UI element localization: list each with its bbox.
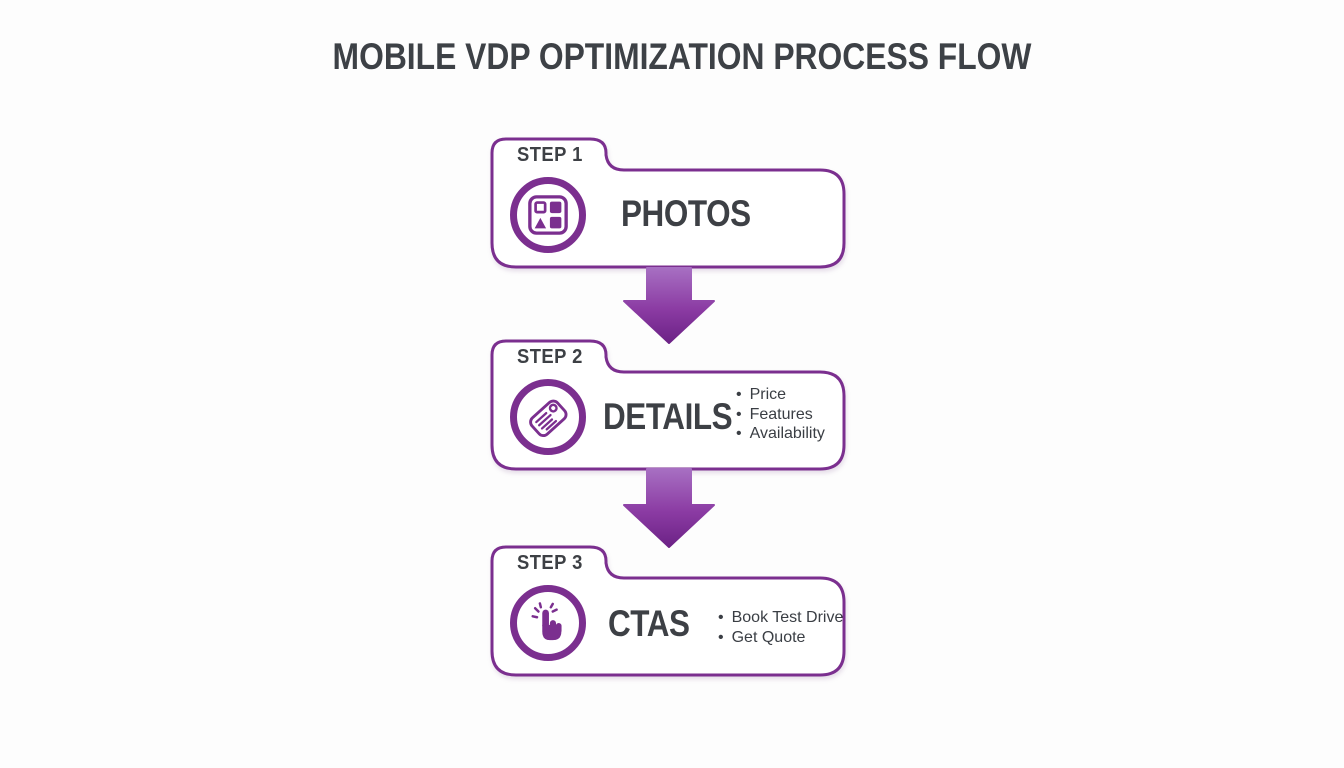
step-card-ctas: STEP 3 CTAS Book Test Driv (490, 545, 850, 679)
step-title: CTAS (608, 603, 690, 644)
price-tag-glyph (529, 399, 568, 438)
bullet-item: Book Test Drive (718, 608, 844, 628)
bullet-item: Features (736, 405, 825, 425)
step-bullet-list: Price Features Availability (736, 385, 825, 444)
step-badge: STEP 1 (517, 144, 583, 166)
bullet-item: Get Quote (718, 628, 843, 648)
page-title: MOBILE VDP OPTIMIZATION PROCESS FLOW (332, 36, 1032, 77)
photo-gallery-glyph (528, 195, 568, 235)
step-title: DETAILS (603, 396, 733, 437)
photo-gallery-icon (510, 177, 586, 253)
flow-arrow-down-icon (623, 468, 715, 548)
tap-click-glyph (531, 602, 562, 641)
step-bullet-list: Book Test Drive Get Quote (718, 608, 844, 648)
step-badge: STEP 2 (517, 346, 583, 368)
step-card-photos: STEP 1 PHOTOS (490, 137, 850, 271)
step-card-details: STEP 2 DETAILS Price Features Availabili… (490, 339, 850, 473)
step-badge: STEP 3 (517, 552, 583, 574)
tap-click-icon (510, 585, 586, 661)
bullet-item: Availability (736, 424, 825, 444)
step-title: PHOTOS (621, 193, 751, 234)
price-tag-icon (510, 379, 586, 455)
flow-arrow-down-icon (623, 267, 715, 344)
bullet-item: Price (736, 385, 825, 405)
